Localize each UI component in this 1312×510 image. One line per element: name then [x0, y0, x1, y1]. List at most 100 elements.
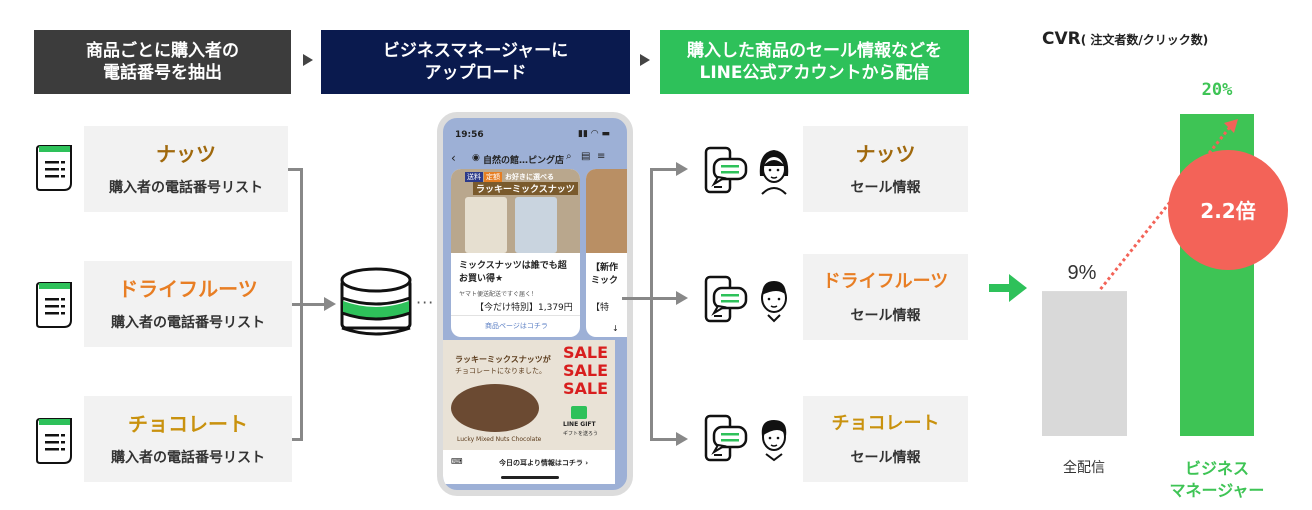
gift-label: LINE GIFT — [563, 421, 596, 428]
document-icon — [36, 282, 72, 328]
shield-icon: ◉ — [472, 153, 480, 163]
side-title: 【新作 — [591, 263, 619, 273]
side-price: 【特 — [591, 303, 610, 313]
phone-signal-icon: ▮▮ ◠ ▬ — [578, 129, 610, 139]
list-icon[interactable]: ▤ — [581, 151, 591, 162]
connector-line — [650, 297, 676, 300]
gift-sub: ギフトを送ろう — [563, 431, 599, 437]
menu-icon[interactable]: ≡ — [597, 151, 606, 162]
chart-title-main: CVR — [1042, 29, 1081, 49]
smartphone-message-icon — [704, 146, 748, 194]
product-bag — [515, 197, 557, 253]
arrow-right — [324, 297, 336, 311]
phone-bottom-bar[interactable]: ⌨ 今日の耳より情報はコチラ › — [443, 450, 615, 484]
chat-shop-name: 自然の館…ピング店 — [483, 156, 565, 166]
promo-en: Lucky Mixed Nuts Chocolate — [457, 436, 542, 443]
step2-header: ビジネスマネージャーに アップロード — [321, 30, 630, 94]
list-card-chocolate: チョコレート 購入者の電話番号リスト — [84, 396, 292, 482]
product-bag — [465, 197, 507, 253]
sale-card-title: ドライフルーツ — [822, 271, 949, 292]
woman-avatar-icon — [761, 420, 787, 462]
product-image: 送料 定額 お好きに選べる ラッキーミックスナッツ — [451, 169, 580, 253]
chart-title: CVR( 注文者数/クリック数) — [1042, 29, 1208, 49]
document-icon — [36, 145, 72, 191]
card-note: ヤマト便送配送ですぐ届く！ — [459, 291, 538, 298]
phone-time: 19:56 — [455, 130, 484, 140]
scroll-down-icon[interactable]: ↓ — [612, 324, 619, 333]
connector-line — [622, 297, 650, 300]
sale-card-subtitle: セール情報 — [850, 180, 921, 196]
category-label: マネージャー — [1170, 481, 1265, 500]
sale-card-dried-fruit: ドライフルーツ セール情報 — [803, 254, 968, 340]
card-title: ミックスナッツは誰でも超お買い得★ — [459, 261, 567, 284]
growth-arrow-line — [1099, 126, 1232, 291]
rich-menu-label[interactable]: 今日の耳より情報はコチラ › — [499, 459, 589, 467]
smartphone-message-icon — [704, 414, 748, 462]
sale-card-nuts: ナッツ セール情報 — [803, 126, 968, 212]
banner-title: ラッキーミックスナッツ — [473, 182, 578, 195]
connector-line — [300, 303, 324, 306]
sale-text: SALE — [563, 343, 609, 362]
smartphone-message-icon — [704, 275, 748, 323]
card-price: 【今だけ特別】1,379円 — [475, 303, 573, 313]
sale-card-title: チョコレート — [831, 413, 940, 434]
man-avatar-icon — [761, 281, 787, 323]
step-arrow-2 — [640, 54, 650, 66]
keyboard-icon[interactable]: ⌨ — [451, 457, 463, 466]
sale-card-subtitle: セール情報 — [850, 450, 921, 466]
promo-banner[interactable]: ラッキーミックスナッツが チョコレートになりました。 Lucky Mixed N… — [443, 340, 615, 450]
sale-card-title: ナッツ — [855, 142, 916, 166]
connector-line — [650, 438, 676, 441]
chocolate-bowl — [451, 384, 539, 432]
cvr-chart: 9% 20% 全配信 ビジネスマネージャー 2.2倍 — [1042, 80, 1288, 500]
step3-header: 購入した商品のセール情報などを LINE公式アカウントから配信 — [660, 30, 969, 94]
list-card-title: ドライフルーツ — [118, 277, 258, 301]
list-card-title: チョコレート — [128, 412, 248, 436]
arrow-right — [676, 291, 688, 305]
category-label: ビジネス — [1185, 459, 1249, 478]
home-indicator — [501, 476, 559, 479]
list-card-subtitle: 購入者の電話番号リスト — [109, 180, 263, 196]
woman-avatar-icon — [759, 150, 789, 195]
step-arrow-1 — [303, 54, 313, 66]
multiplier-label: 2.2倍 — [1200, 199, 1255, 223]
connector-line — [292, 303, 303, 306]
card-divider — [451, 315, 580, 316]
message-card[interactable]: 送料 定額 お好きに選べる ラッキーミックスナッツ ミックスナッツは誰でも超お買… — [451, 169, 580, 337]
connector-line — [292, 438, 303, 441]
list-card-subtitle: 購入者の電話番号リスト — [111, 450, 265, 466]
nuts-image — [586, 169, 627, 253]
bar-value-label: 20% — [1202, 80, 1233, 100]
phone-mockup: 19:56 ▮▮ ◠ ▬ ‹ ◉ 自然の館…ピング店 ⌕ ▤ ≡ 送料 定額 お… — [437, 112, 633, 496]
connector-line — [650, 168, 676, 171]
arrow-right — [676, 162, 688, 176]
promo-sub: チョコレートになりました。 — [455, 367, 546, 375]
arrow-right — [676, 432, 688, 446]
bar-value-label: 9% — [1068, 262, 1097, 284]
connector-line — [288, 168, 303, 171]
back-icon[interactable]: ‹ — [451, 151, 456, 165]
growth-arrow-head — [1224, 119, 1238, 133]
gift-icon — [571, 406, 587, 419]
side-sub: ミック — [591, 276, 619, 286]
sale-card-chocolate: チョコレート セール情報 — [803, 396, 968, 482]
list-card-nuts: ナッツ 購入者の電話番号リスト — [84, 126, 288, 212]
message-card-next[interactable]: 【新作 ミック 【特 ↓ — [586, 169, 627, 337]
result-arrow-icon — [989, 274, 1027, 302]
sale-text: SALE — [563, 379, 609, 398]
search-icon[interactable]: ⌕ — [566, 151, 572, 162]
category-label: 全配信 — [1063, 459, 1105, 476]
banner-head: お好きに選べる — [505, 173, 554, 181]
card-link[interactable]: 商品ページはコチラ — [485, 322, 548, 330]
multiplier-circle — [1168, 150, 1288, 270]
list-card-title: ナッツ — [156, 142, 216, 166]
badge-fixed: 定額 — [484, 172, 502, 182]
sale-text: SALE — [563, 361, 609, 380]
ellipsis-dots: ··· — [416, 293, 435, 312]
sale-card-subtitle: セール情報 — [850, 308, 921, 324]
badge-shipping: 送料 — [465, 172, 483, 182]
database-icon — [340, 267, 412, 336]
list-card-dried-fruit: ドライフルーツ 購入者の電話番号リスト — [84, 261, 292, 347]
list-card-subtitle: 購入者の電話番号リスト — [111, 315, 265, 331]
step1-header: 商品ごとに購入者の 電話番号を抽出 — [34, 30, 291, 94]
